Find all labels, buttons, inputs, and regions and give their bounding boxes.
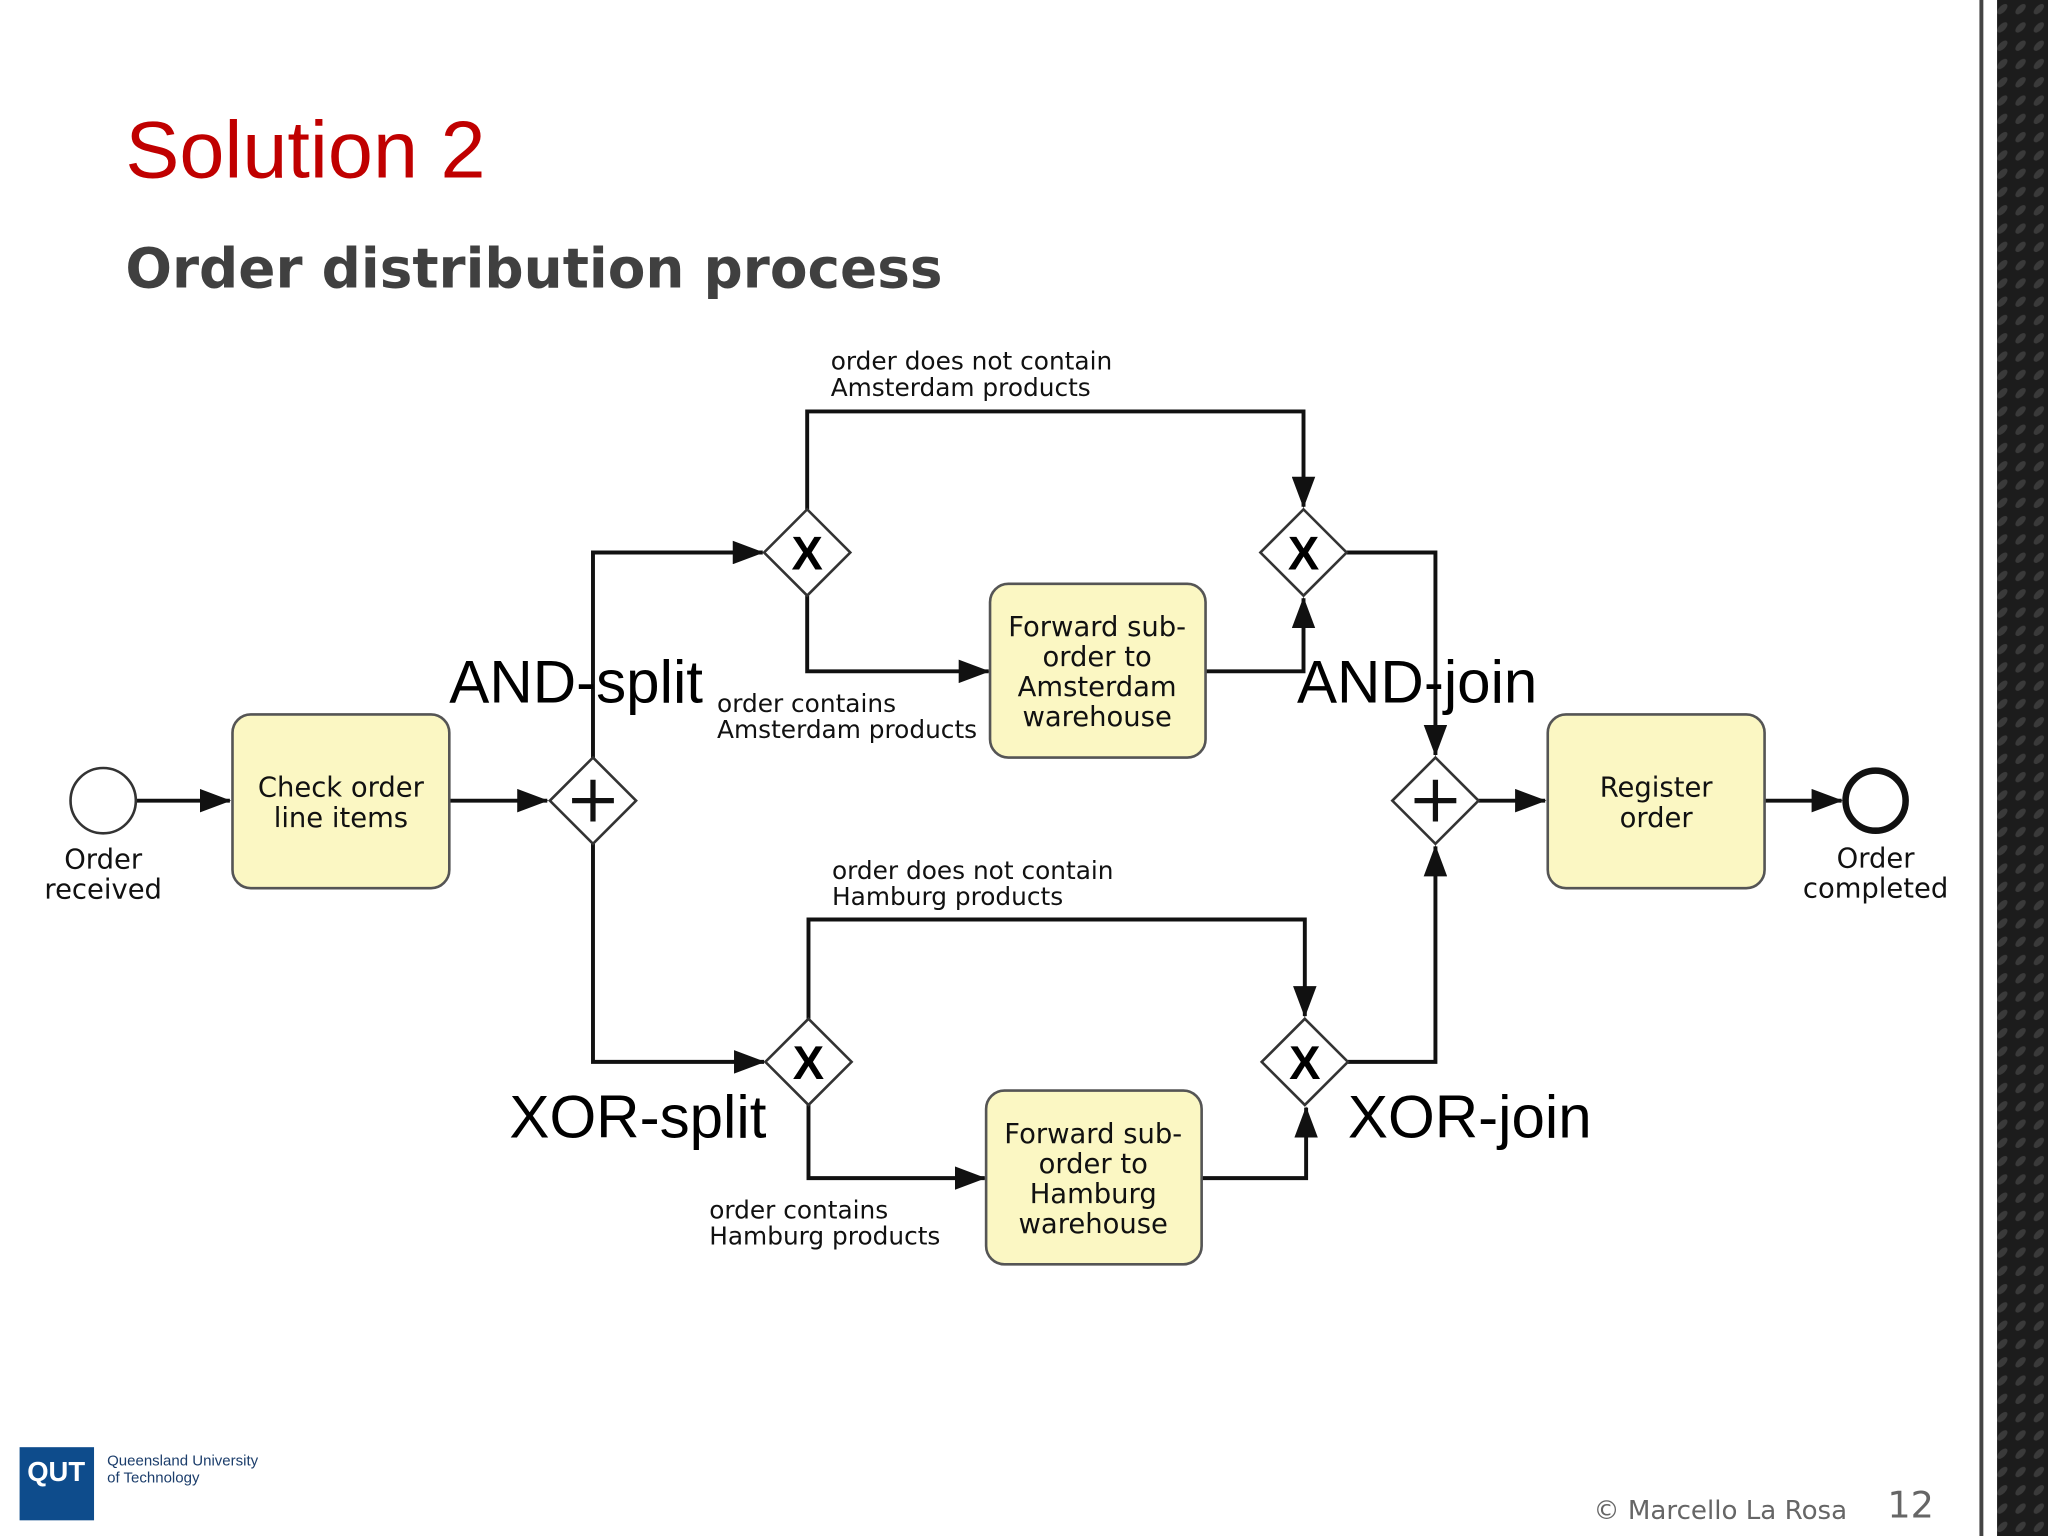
xor-split-label: XOR-split <box>509 1084 766 1151</box>
and-split-label: AND-split <box>449 649 703 716</box>
x-icon: X <box>793 1036 824 1089</box>
condition-label: Amsterdam products <box>717 715 977 744</box>
and-join-label: AND-join <box>1297 649 1537 716</box>
slide-subtitle: Order distribution process <box>125 236 942 300</box>
x-icon: X <box>1288 526 1319 579</box>
task-label: line items <box>274 803 408 834</box>
end-event-label: Order <box>1837 843 1916 874</box>
condition-label: Hamburg products <box>832 882 1063 911</box>
end-event[interactable] <box>1842 767 1909 834</box>
condition-label: order does not contain <box>832 856 1114 885</box>
task-label: warehouse <box>1022 702 1171 733</box>
task-forward-amsterdam[interactable]: Forward sub- order to Amsterdam warehous… <box>988 582 1207 759</box>
logo-mark: QUT <box>27 1456 85 1487</box>
task-label: Check order <box>258 773 425 804</box>
page-number: 12 <box>1887 1484 1934 1527</box>
task-label: warehouse <box>1019 1209 1168 1240</box>
task-label: Forward sub- <box>1008 612 1186 643</box>
xor-join-gateway-hamburg[interactable]: X <box>1259 1016 1350 1107</box>
task-label: Forward sub- <box>1004 1119 1182 1150</box>
condition-label: order contains <box>717 689 896 718</box>
task-register-order[interactable]: Register order <box>1546 713 1766 890</box>
qut-logo: QUT Queensland University of Technology <box>19 1447 259 1521</box>
plus-icon <box>1414 779 1457 822</box>
condition-label: order does not contain <box>831 347 1113 376</box>
and-join-gateway[interactable] <box>1390 755 1481 846</box>
condition-label: order contains <box>709 1196 888 1225</box>
xor-split-gateway-hamburg[interactable]: X <box>763 1016 854 1107</box>
start-event-label: received <box>44 875 162 906</box>
plus-icon <box>572 779 614 822</box>
xor-split-gateway-amsterdam[interactable]: X <box>762 507 853 598</box>
logo-name: Queensland University <box>107 1452 259 1469</box>
slide-title: Solution 2 <box>125 106 485 196</box>
xor-join-gateway-amsterdam[interactable]: X <box>1258 507 1349 598</box>
copyright: © Marcello La Rosa <box>1593 1496 1847 1526</box>
task-label: Register <box>1600 773 1714 804</box>
task-label: order to <box>1039 1149 1148 1180</box>
task-check-order-line-items[interactable]: Check order line items <box>231 713 451 890</box>
decorative-side-band <box>1997 0 2048 1536</box>
task-label: Amsterdam <box>1018 672 1177 703</box>
start-event-label: Order <box>64 845 143 876</box>
condition-label: Hamburg products <box>709 1222 940 1251</box>
x-icon: X <box>792 526 823 579</box>
task-label: order to <box>1042 642 1151 673</box>
sequence-flows <box>135 409 1843 1190</box>
task-forward-hamburg[interactable]: Forward sub- order to Hamburg warehouse <box>984 1089 1203 1266</box>
and-split-gateway[interactable] <box>548 755 638 846</box>
task-label: order <box>1620 803 1694 834</box>
start-event[interactable] <box>69 766 138 835</box>
condition-label: Amsterdam products <box>831 373 1091 402</box>
end-event-label: completed <box>1803 873 1948 904</box>
logo-name: of Technology <box>107 1469 200 1486</box>
xor-join-label: XOR-join <box>1348 1084 1592 1151</box>
x-icon: X <box>1289 1036 1320 1089</box>
task-label: Hamburg <box>1030 1179 1157 1210</box>
